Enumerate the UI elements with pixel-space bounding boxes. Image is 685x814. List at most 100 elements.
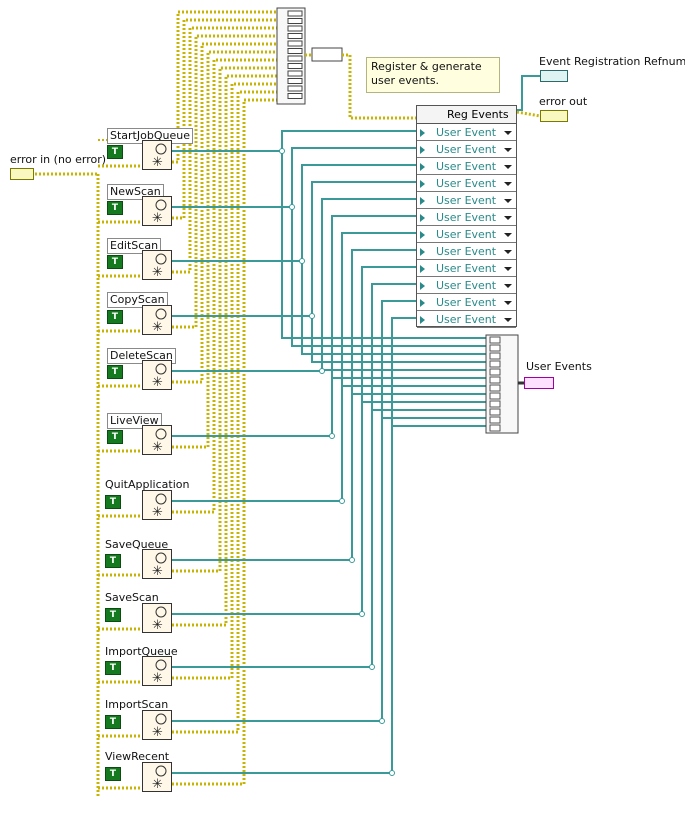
- user-events-terminal[interactable]: [524, 377, 554, 389]
- true-constant[interactable]: T: [105, 554, 121, 568]
- to-error-node: [311, 47, 343, 62]
- input-arrow-icon: [420, 282, 425, 290]
- dropdown-icon[interactable]: [504, 199, 512, 203]
- user-event-wire: [281, 151, 486, 339]
- wire-junction: [289, 204, 295, 210]
- wire-junction: [319, 368, 325, 374]
- reg-events-title: Reg Events: [447, 108, 509, 121]
- merge-errors-slot: [287, 25, 303, 32]
- dropdown-icon[interactable]: [504, 267, 512, 271]
- true-constant[interactable]: T: [107, 430, 123, 444]
- reg-events-row[interactable]: User Event: [417, 192, 516, 209]
- reg-events-row-label: User Event: [436, 211, 497, 224]
- true-constant[interactable]: T: [105, 495, 121, 509]
- create-user-event-node[interactable]: ✳: [142, 762, 172, 792]
- reg-events-row-label: User Event: [436, 313, 497, 326]
- dropdown-icon[interactable]: [504, 148, 512, 152]
- reg-events-row[interactable]: User Event: [417, 311, 516, 328]
- user-event-wire: [321, 198, 416, 371]
- user-event-wire: [361, 266, 416, 614]
- dropdown-icon[interactable]: [504, 250, 512, 254]
- error-wire: [342, 53, 416, 120]
- create-user-event-node[interactable]: ✳: [142, 710, 172, 740]
- true-constant[interactable]: T: [107, 201, 123, 215]
- dropdown-icon[interactable]: [504, 216, 512, 220]
- merge-errors-slot: [287, 93, 303, 99]
- build-array-slot: [489, 352, 501, 360]
- reg-events-row[interactable]: User Event: [417, 260, 516, 277]
- create-user-event-node[interactable]: ✳: [142, 549, 172, 579]
- reg-events-row[interactable]: User Event: [417, 294, 516, 311]
- reg-events-row[interactable]: User Event: [417, 277, 516, 294]
- input-arrow-icon: [420, 180, 425, 188]
- user-event-wire: [351, 393, 486, 560]
- reg-events-row[interactable]: User Event: [417, 124, 516, 141]
- dropdown-icon[interactable]: [504, 131, 512, 135]
- dropdown-icon[interactable]: [504, 182, 512, 186]
- create-user-event-node[interactable]: ✳: [142, 140, 172, 170]
- merge-errors-slot: [287, 33, 303, 39]
- wire-junction: [379, 718, 385, 724]
- user-event-wire: [311, 181, 416, 316]
- true-constant[interactable]: T: [107, 310, 123, 324]
- create-user-event-node[interactable]: ✳: [142, 305, 172, 335]
- dropdown-icon[interactable]: [504, 165, 512, 169]
- svg-text:✳: ✳: [152, 320, 163, 334]
- true-constant[interactable]: T: [107, 145, 123, 159]
- user-event-wire: [321, 369, 486, 371]
- create-user-event-node[interactable]: ✳: [142, 360, 172, 390]
- reg-events-row-label: User Event: [436, 126, 497, 139]
- error-wire: [172, 10, 277, 164]
- create-user-event-node[interactable]: ✳: [142, 603, 172, 633]
- true-constant[interactable]: T: [107, 365, 123, 379]
- merge-errors-slot: [287, 55, 303, 62]
- create-user-event-node[interactable]: ✳: [142, 656, 172, 686]
- error-in-label: error in (no error): [10, 153, 107, 166]
- reg-events-row[interactable]: User Event: [417, 226, 516, 243]
- true-constant[interactable]: T: [105, 661, 121, 675]
- build-array-slot: [489, 424, 501, 432]
- dropdown-icon[interactable]: [504, 233, 512, 237]
- svg-text:✳: ✳: [152, 505, 163, 519]
- true-constant[interactable]: T: [105, 767, 121, 781]
- event-name-label: ViewRecent: [105, 750, 170, 763]
- merge-errors-slot: [287, 78, 303, 84]
- event-registration-refnum-terminal[interactable]: [540, 70, 568, 82]
- create-user-event-node[interactable]: ✳: [142, 250, 172, 280]
- reg-events-row[interactable]: User Event: [417, 158, 516, 175]
- comment-box: Register & generate user events.: [366, 57, 500, 93]
- user-event-wire: [291, 147, 416, 207]
- reg-events-row-label: User Event: [436, 160, 497, 173]
- reg-events-row[interactable]: User Event: [417, 141, 516, 158]
- true-constant[interactable]: T: [105, 715, 121, 729]
- dropdown-icon[interactable]: [504, 301, 512, 305]
- reg-events-row[interactable]: User Event: [417, 243, 516, 260]
- input-arrow-icon: [420, 214, 425, 222]
- input-arrow-icon: [420, 248, 425, 256]
- build-array-slot: [489, 376, 501, 384]
- reg-events-row[interactable]: User Event: [417, 209, 516, 226]
- reg-events-row-label: User Event: [436, 262, 497, 275]
- wire-junction: [359, 611, 365, 617]
- merge-errors-slot: [287, 70, 303, 77]
- true-constant[interactable]: T: [107, 255, 123, 269]
- create-user-event-node[interactable]: ✳: [142, 196, 172, 226]
- merge-errors-slot: [287, 10, 303, 17]
- event-name-label: ImportQueue: [105, 645, 178, 658]
- reg-events-row[interactable]: User Event: [417, 175, 516, 192]
- dropdown-icon[interactable]: [504, 318, 512, 322]
- error-in-terminal[interactable]: [10, 168, 34, 180]
- create-user-event-node[interactable]: ✳: [142, 425, 172, 455]
- true-constant[interactable]: T: [105, 608, 121, 622]
- merge-errors-slot: [287, 18, 303, 24]
- user-event-wire: [341, 385, 486, 501]
- create-user-event-node[interactable]: ✳: [142, 490, 172, 520]
- error-out-terminal[interactable]: [540, 110, 568, 122]
- wire-junction: [309, 313, 315, 319]
- reg-events-header: Reg Events: [417, 106, 516, 124]
- dropdown-icon[interactable]: [504, 284, 512, 288]
- event-registration-wire: [517, 75, 540, 111]
- reg-events-row-label: User Event: [436, 296, 497, 309]
